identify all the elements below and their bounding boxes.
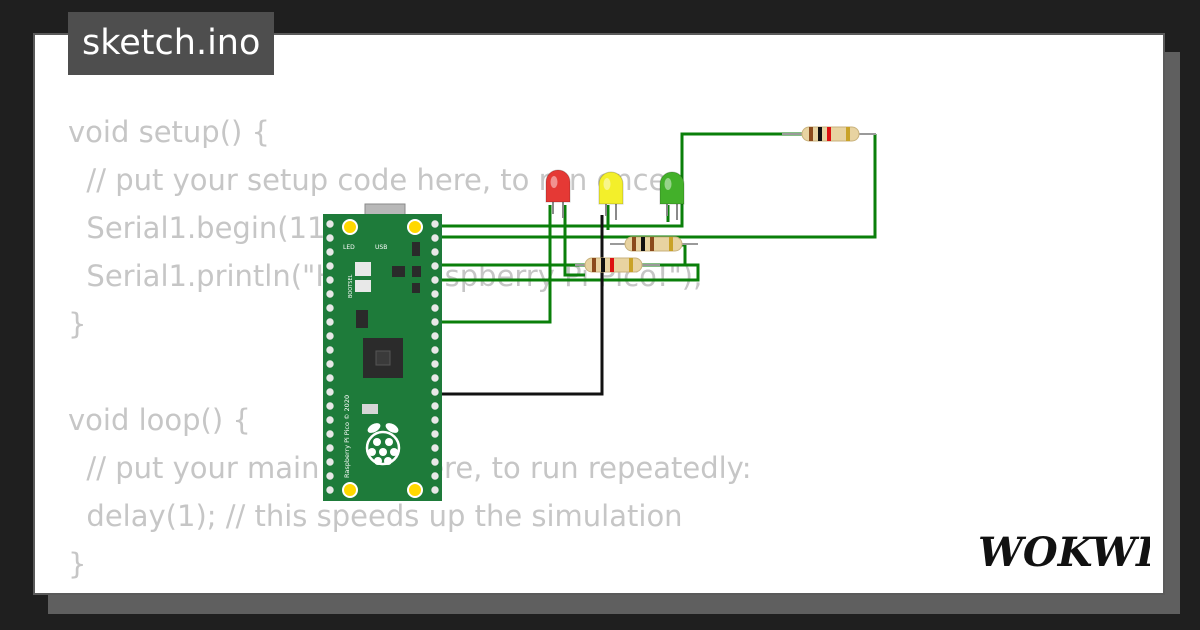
component bbox=[355, 280, 371, 292]
gpio-pin[interactable] bbox=[325, 247, 335, 257]
led-label: LED bbox=[343, 244, 355, 251]
wokwi-logo-text: WOKWI bbox=[978, 529, 1150, 574]
gpio-pin[interactable] bbox=[430, 317, 440, 327]
gpio-pin[interactable] bbox=[325, 261, 335, 271]
gpio-pin[interactable] bbox=[325, 457, 335, 467]
component bbox=[412, 283, 420, 293]
component bbox=[412, 242, 420, 256]
gpio-pin[interactable] bbox=[430, 415, 440, 425]
bootsel-button[interactable] bbox=[355, 262, 371, 276]
component bbox=[392, 266, 405, 277]
pico-board[interactable]: LED USB BOOTSEL Raspberry Pi Pico © 2020 bbox=[323, 203, 442, 501]
bootsel-label: BOOTSEL bbox=[348, 274, 354, 298]
gpio-pin[interactable] bbox=[430, 485, 440, 495]
gpio-pin[interactable] bbox=[430, 289, 440, 299]
gpio-pin[interactable] bbox=[325, 359, 335, 369]
gpio-pin[interactable] bbox=[430, 429, 440, 439]
gpio-pin[interactable] bbox=[430, 247, 440, 257]
led-yellow[interactable] bbox=[598, 171, 624, 220]
gpio-pin[interactable] bbox=[430, 457, 440, 467]
gpio-pin[interactable] bbox=[430, 471, 440, 481]
wokwi-logo[interactable]: WOKWI bbox=[978, 528, 1150, 574]
mounting-hole bbox=[407, 482, 423, 498]
led-red[interactable] bbox=[545, 169, 571, 218]
gpio-pin[interactable] bbox=[325, 373, 335, 383]
resistor-2[interactable] bbox=[610, 236, 698, 252]
mounting-hole bbox=[342, 482, 358, 498]
right-pin-row bbox=[430, 219, 440, 495]
gpio-pin[interactable] bbox=[430, 233, 440, 243]
gpio-pin[interactable] bbox=[325, 429, 335, 439]
mounting-hole bbox=[342, 219, 358, 235]
gpio-pin[interactable] bbox=[430, 331, 440, 341]
gpio-pin[interactable] bbox=[325, 303, 335, 313]
gpio-pin[interactable] bbox=[325, 317, 335, 327]
gpio-pin[interactable] bbox=[430, 387, 440, 397]
board-vertical-label: Raspberry Pi Pico © 2020 bbox=[343, 395, 351, 478]
file-name-tab[interactable]: sketch.ino bbox=[68, 12, 275, 75]
wire-resistor3-to-pico[interactable] bbox=[330, 263, 700, 282]
gpio-pin[interactable] bbox=[430, 359, 440, 369]
gpio-pin[interactable] bbox=[430, 303, 440, 313]
gpio-pin[interactable] bbox=[325, 275, 335, 285]
gpio-pin[interactable] bbox=[325, 289, 335, 299]
gpio-pin[interactable] bbox=[325, 331, 335, 341]
gpio-pin[interactable] bbox=[430, 373, 440, 383]
gpio-pin[interactable] bbox=[325, 387, 335, 397]
gpio-pin[interactable] bbox=[325, 471, 335, 481]
wire-resistor1-return[interactable] bbox=[330, 134, 877, 239]
resistor-3[interactable] bbox=[575, 257, 660, 273]
gpio-pin[interactable] bbox=[430, 401, 440, 411]
gpio-pin[interactable] bbox=[430, 443, 440, 453]
mounting-hole bbox=[407, 219, 423, 235]
gpio-pin[interactable] bbox=[325, 233, 335, 243]
gpio-pin[interactable] bbox=[325, 485, 335, 495]
debug-connector bbox=[362, 404, 378, 414]
gpio-pin[interactable] bbox=[430, 275, 440, 285]
led-green[interactable] bbox=[659, 171, 685, 220]
left-pin-row bbox=[325, 219, 335, 495]
gpio-pin[interactable] bbox=[325, 345, 335, 355]
gpio-pin[interactable] bbox=[325, 443, 335, 453]
gpio-pin[interactable] bbox=[430, 261, 440, 271]
raspberry-logo-icon bbox=[365, 423, 401, 466]
component bbox=[412, 266, 421, 277]
gpio-pin[interactable] bbox=[430, 219, 440, 229]
chip-logo bbox=[375, 350, 391, 366]
resistor-1[interactable] bbox=[782, 126, 876, 142]
wire-red-led-to-resistor3[interactable] bbox=[563, 205, 585, 277]
project-card: void setup() { // put your setup code he… bbox=[33, 33, 1165, 595]
gpio-pin[interactable] bbox=[325, 219, 335, 229]
usb-label: USB bbox=[375, 244, 387, 251]
led-group bbox=[545, 169, 685, 220]
gpio-pin[interactable] bbox=[325, 415, 335, 425]
gpio-pin[interactable] bbox=[325, 401, 335, 411]
gpio-pin[interactable] bbox=[430, 345, 440, 355]
component bbox=[356, 310, 368, 328]
